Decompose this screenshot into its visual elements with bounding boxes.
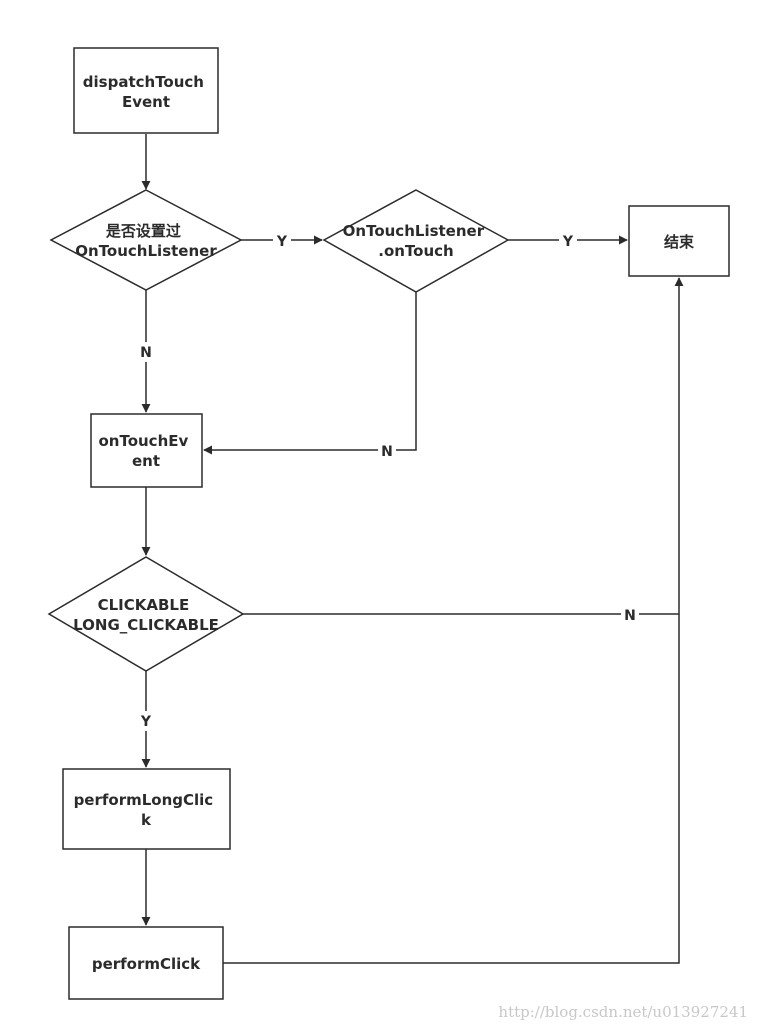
- decision-has-touch-listener: 是否设置过 OnTouchListener: [49, 189, 243, 291]
- edges: Y Y N N N Y: [137, 134, 684, 964]
- node-performclick-label: performClick: [92, 955, 201, 973]
- node-on-touch-event: onTouchEv ent: [90, 413, 203, 488]
- svg-text:是否设置过 OnTouchListener: 是否设置过 OnTouchListener: [75, 222, 217, 260]
- decision-ontouch-line-1: OnTouchListener: [343, 222, 485, 240]
- node-perform-long-click: performLongClic k: [62, 768, 231, 850]
- decision-clickable-line-2: LONG_CLICKABLE: [73, 616, 219, 634]
- node-longclick-line-1: performLongClic: [74, 791, 214, 809]
- svg-text:dispatchTouch Event: dispatchTouch Event: [83, 73, 209, 111]
- svg-text:onTouchEv ent: onTouchEv ent: [98, 432, 193, 470]
- svg-text:performLongClic k: performLongClic k: [74, 791, 219, 829]
- node-dispatch-line-1: dispatchTouch: [83, 73, 204, 91]
- decision-listener-line-1: 是否设置过: [105, 222, 181, 240]
- decision-clickable: CLICKABLE LONG_CLICKABLE: [47, 556, 245, 672]
- svg-text:performClick: performClick: [92, 955, 201, 973]
- edge-label-ontouch-yes: Y: [562, 234, 574, 250]
- node-dispatch-line-2: Event: [122, 93, 170, 111]
- svg-text:结束: 结束: [664, 233, 695, 251]
- node-dispatch-touch-event: dispatchTouch Event: [73, 47, 219, 134]
- node-longclick-line-2: k: [141, 811, 152, 829]
- edge-ontouch-no: [203, 292, 417, 455]
- svg-text:CLICKABLE LONG_CLICKABLE: CLICKABLE LONG_CLICKABLE: [73, 596, 219, 634]
- edge-label-ontouch-no: N: [381, 444, 393, 460]
- node-end: 结束: [628, 205, 730, 277]
- edge-label-clickable-no: N: [624, 608, 636, 624]
- node-ontouchevent-line-1: onTouchEv: [98, 432, 188, 450]
- decision-on-touch: OnTouchListener .onTouch: [322, 189, 510, 293]
- decision-ontouch-line-2: .onTouch: [378, 242, 453, 260]
- decision-clickable-line-1: CLICKABLE: [98, 596, 190, 614]
- edge-click-to-end: [223, 277, 684, 964]
- node-ontouchevent-line-2: ent: [132, 452, 160, 470]
- edge-label-listener-yes: Y: [276, 234, 288, 250]
- decision-listener-line-2: OnTouchListener: [75, 242, 217, 260]
- node-end-label: 结束: [664, 233, 695, 251]
- watermark-text: http://blog.csdn.net/u013927241: [498, 1003, 748, 1021]
- svg-text:OnTouchListener .onTouch: OnTouchListener .onTouch: [343, 222, 490, 260]
- edge-label-listener-no: N: [140, 345, 152, 361]
- edge-label-clickable-yes: Y: [140, 714, 152, 730]
- node-perform-click: performClick: [68, 926, 224, 1000]
